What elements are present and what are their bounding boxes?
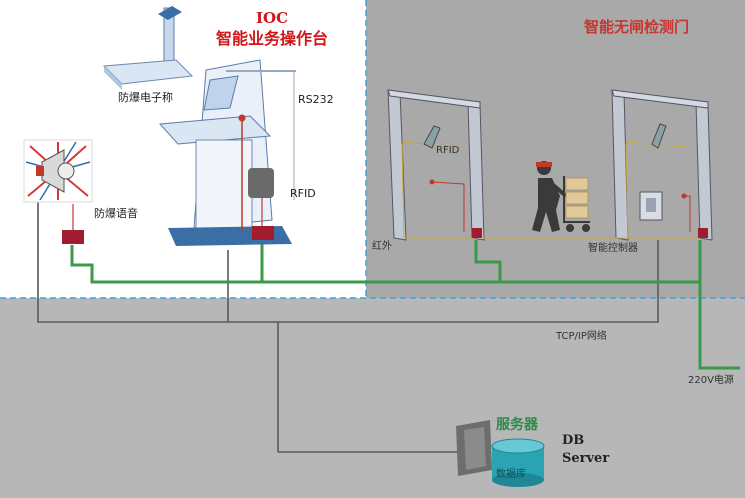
- speaker-label: 防爆语音: [94, 207, 138, 220]
- console-junction-box: [252, 226, 274, 240]
- scale-label: 防爆电子称: [118, 91, 173, 104]
- detection-gate-right: [482, 89, 713, 241]
- console-rfid-label: RFID: [290, 187, 316, 200]
- database-cylinder-label: 数据库: [496, 469, 526, 480]
- gate-region: [366, 0, 745, 298]
- infrared-label: 红外: [372, 241, 392, 252]
- power-label: 220V电源: [688, 375, 734, 386]
- speaker-junction-box: [62, 230, 84, 244]
- ioc-console: [158, 59, 296, 246]
- server-title: 服务器: [496, 417, 538, 433]
- explosion-proof-scale: [102, 6, 194, 90]
- worker-with-cart-icon: [532, 161, 590, 232]
- db-label-line1: DB: [562, 433, 585, 448]
- ioc-subtitle: 智能业务操作台: [215, 29, 328, 48]
- gate-title: 智能无闸检测门: [584, 18, 690, 36]
- db-label-line2: Server: [562, 451, 610, 466]
- controller-label: 智能控制器: [588, 243, 638, 254]
- lower-region: [0, 298, 745, 498]
- power-lines: [70, 240, 740, 370]
- tcp-network-label: TCP/IP网络: [556, 331, 607, 342]
- gate-rfid-label: RFID: [436, 145, 460, 156]
- db-server: [456, 420, 545, 487]
- tcp-network-lines: [37, 200, 659, 453]
- ioc-title: IOC: [255, 9, 289, 27]
- rs232-label: RS232: [298, 93, 334, 106]
- detection-gate-left: [387, 89, 485, 241]
- explosion-proof-speaker: [23, 139, 93, 203]
